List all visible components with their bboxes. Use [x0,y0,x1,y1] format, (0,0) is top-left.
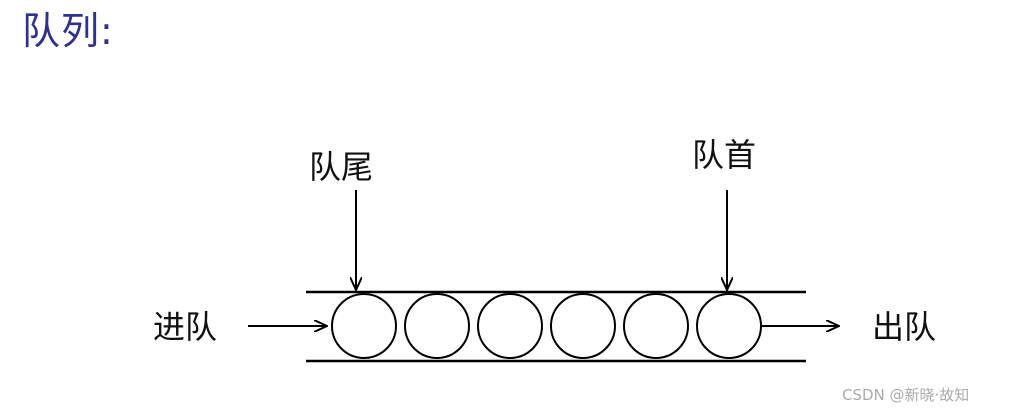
page-title: 队列: [22,9,114,53]
head-label: 队首 [692,136,756,174]
dequeue-label: 出队 [872,308,936,346]
tail-label: 队尾 [309,148,373,186]
queue-element-3 [477,293,543,359]
queue-element-6 [696,293,762,359]
queue-element-5 [623,293,689,359]
watermark: CSDN @新晓·故知 [842,386,969,404]
queue-element-1 [331,293,397,359]
queue-elements [331,293,762,359]
queue-element-2 [404,293,470,359]
enqueue-label: 进队 [153,308,217,346]
queue-element-4 [550,293,616,359]
